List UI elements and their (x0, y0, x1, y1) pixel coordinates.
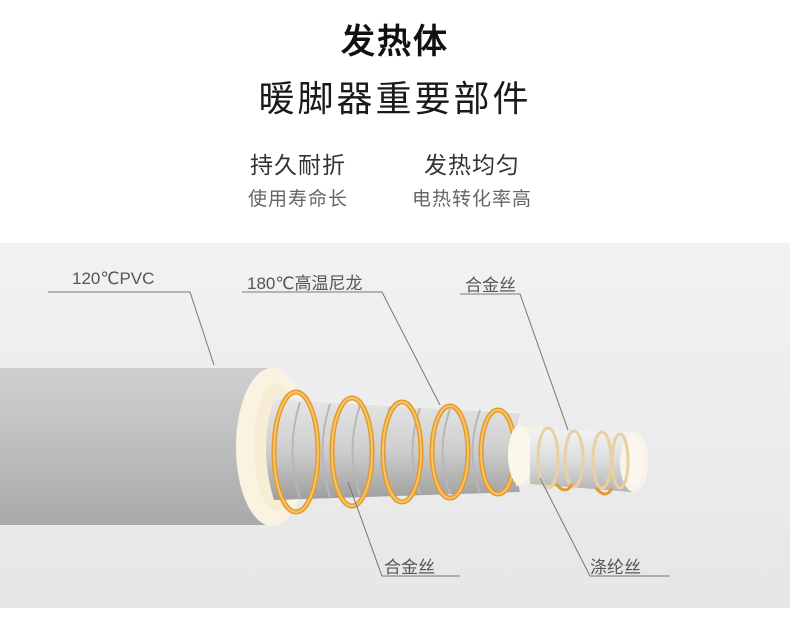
feature-even-heating: 发热均匀 电热转化率高 (382, 146, 562, 211)
leader-lines (48, 291, 670, 577)
alloy-wire-highlight (273, 391, 516, 513)
label-alloy-wire-top: 合金丝 (465, 276, 516, 295)
inner-alloy-wire (554, 483, 614, 496)
label-nylon: 180℃高温尼龙 (247, 274, 363, 293)
nylon-core (266, 396, 521, 500)
page-subtitle: 暖脚器重要部件 (258, 79, 532, 120)
feature-desc: 电热转化率高 (411, 188, 532, 210)
label-alloy-wire-bottom: 合金丝 (384, 558, 435, 577)
feature-desc: 使用寿命长 (247, 188, 348, 210)
inner-core (530, 430, 648, 492)
polyester-thread (536, 426, 630, 490)
label-pvc: 120℃PVC (72, 269, 155, 288)
page-title: 发热体 (341, 22, 449, 62)
label-polyester: 涤纶丝 (590, 558, 641, 577)
feature-title: 发热均匀 (424, 153, 520, 179)
feature-title: 持久耐折 (250, 153, 346, 179)
feature-durable: 持久耐折 使用寿命长 (208, 146, 388, 211)
pvc-jacket (0, 368, 308, 526)
